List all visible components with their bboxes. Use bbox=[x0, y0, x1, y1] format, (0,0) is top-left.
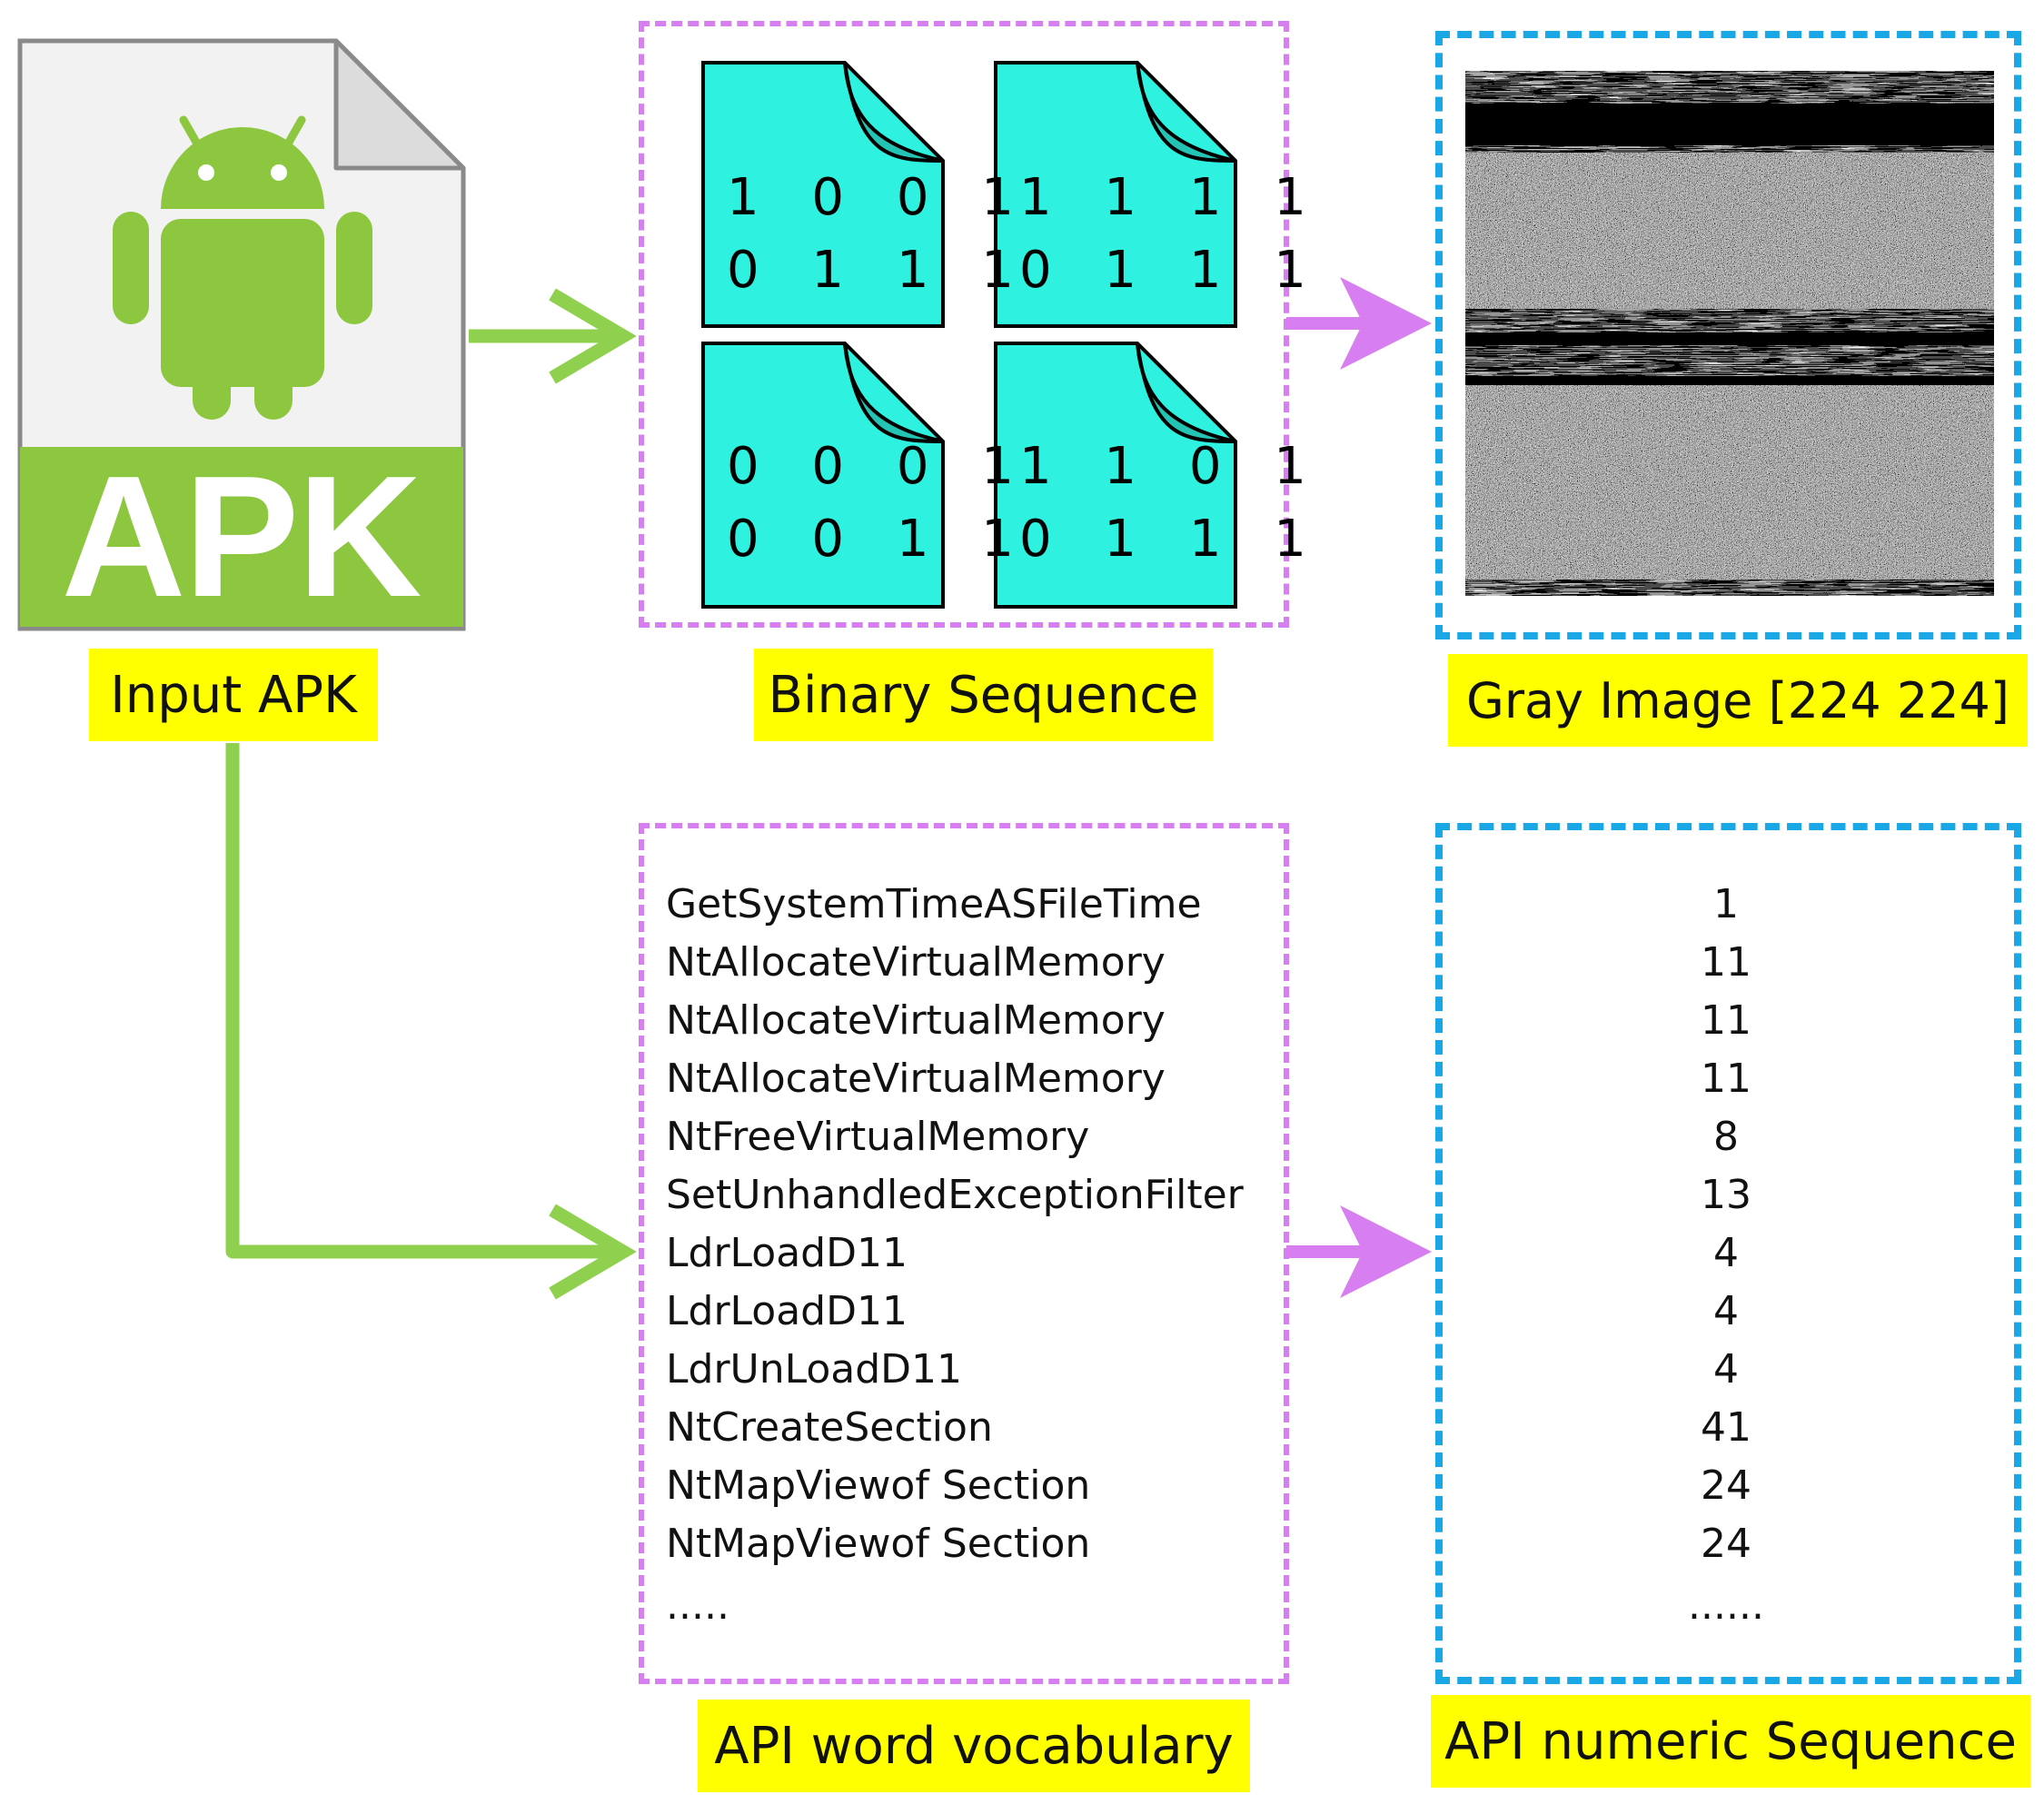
binary-digits: 0 1 1 1 bbox=[727, 241, 1032, 300]
gray-image-label: Gray Image [224 224] bbox=[1448, 654, 2028, 747]
api-word: NtMapViewof Section bbox=[666, 1521, 1091, 1567]
api-number-ellipsis: ...... bbox=[1688, 1582, 1764, 1629]
binary-file-icon bbox=[701, 342, 945, 609]
api-word: GetSystemTimeASFileTime bbox=[666, 881, 1202, 927]
api-word: LdrLoadD11 bbox=[666, 1230, 908, 1276]
api-word: SetUnhandledExceptionFilter bbox=[666, 1172, 1244, 1218]
api-number: 11 bbox=[1701, 939, 1751, 986]
gray-image-box bbox=[1435, 31, 2021, 639]
api-vocabulary-label: API word vocabulary bbox=[698, 1700, 1250, 1792]
api-word: NtFreeVirtualMemory bbox=[666, 1114, 1090, 1160]
api-number: 1 bbox=[1713, 881, 1739, 927]
arrow-vocabulary-to-numeric bbox=[1286, 1205, 1432, 1298]
api-number: 11 bbox=[1701, 997, 1751, 1044]
api-number: 4 bbox=[1713, 1230, 1739, 1276]
binary-digits: 0 0 0 1 bbox=[727, 437, 1032, 496]
api-word-ellipsis: ..... bbox=[666, 1582, 729, 1629]
api-number: 13 bbox=[1701, 1172, 1751, 1218]
binary-file-icon bbox=[701, 61, 945, 328]
arrow-binary-to-image bbox=[1286, 277, 1432, 370]
apk-badge-text: APK bbox=[61, 441, 422, 633]
api-number: 41 bbox=[1701, 1404, 1751, 1451]
api-word: NtAllocateVirtualMemory bbox=[666, 997, 1166, 1044]
api-number: 8 bbox=[1713, 1114, 1739, 1160]
api-vocabulary-box bbox=[639, 823, 1289, 1684]
binary-digits: 1 1 1 1 bbox=[1019, 168, 1325, 227]
binary-digits: 1 0 0 1 bbox=[727, 168, 1032, 227]
api-number: 24 bbox=[1701, 1462, 1751, 1509]
binary-file-icon bbox=[994, 342, 1237, 609]
api-word: LdrLoadD11 bbox=[666, 1288, 908, 1334]
input-apk-label: Input APK bbox=[89, 649, 378, 741]
api-number: 4 bbox=[1713, 1288, 1739, 1334]
arrow-apk-to-api-vocabulary bbox=[225, 743, 637, 1300]
api-number: 11 bbox=[1701, 1056, 1751, 1102]
api-numeric-label: API numeric Sequence bbox=[1431, 1695, 2030, 1788]
binary-digits: 0 1 1 1 bbox=[1019, 510, 1325, 569]
api-numeric-box bbox=[1435, 823, 2021, 1684]
gray-image bbox=[1465, 71, 1994, 596]
api-number: 4 bbox=[1713, 1346, 1739, 1393]
api-word: LdrUnLoadD11 bbox=[666, 1346, 963, 1393]
apk-file-icon bbox=[17, 38, 466, 631]
api-word: NtCreateSection bbox=[666, 1404, 993, 1451]
binary-digits: 0 1 1 1 bbox=[1019, 241, 1325, 300]
binary-digits: 1 1 0 1 bbox=[1019, 437, 1325, 496]
api-number: 24 bbox=[1701, 1521, 1751, 1567]
binary-digits: 0 0 1 1 bbox=[727, 510, 1032, 569]
android-robot-icon bbox=[113, 115, 372, 420]
api-word: NtMapViewof Section bbox=[666, 1462, 1091, 1509]
api-word: NtAllocateVirtualMemory bbox=[666, 1056, 1166, 1102]
binary-sequence-box bbox=[639, 21, 1289, 628]
api-word: NtAllocateVirtualMemory bbox=[666, 939, 1166, 986]
arrow-apk-to-binary bbox=[469, 288, 637, 384]
binary-sequence-label: Binary Sequence bbox=[754, 649, 1213, 741]
binary-file-icon bbox=[994, 61, 1237, 328]
